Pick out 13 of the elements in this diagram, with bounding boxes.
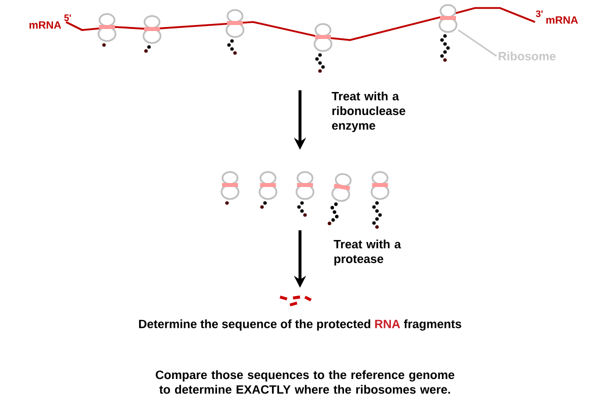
rna-fragments-drawing: [280, 296, 312, 306]
label-text: Ribosome: [498, 52, 556, 60]
leader-line: [458, 29, 497, 57]
ribosome-drawing: [438, 4, 458, 62]
instruction-text: Determine the sequence of the protected RNA fragments: [139, 319, 462, 331]
instruction-text: Compare those sequences to the reference genome to determine EXACTLY where the ribosomes were.: [156, 370, 454, 394]
label-text: 3': [536, 10, 543, 18]
edge-label: Treat with a protease: [334, 240, 402, 266]
label-text: mRNA: [546, 16, 578, 24]
edge-label: Treat with a ribonuclease enzyme: [332, 92, 406, 132]
protected-ribosomes-drawing: [220, 171, 390, 229]
label-text: 5': [64, 14, 71, 22]
label-text: mRNA: [30, 21, 62, 29]
